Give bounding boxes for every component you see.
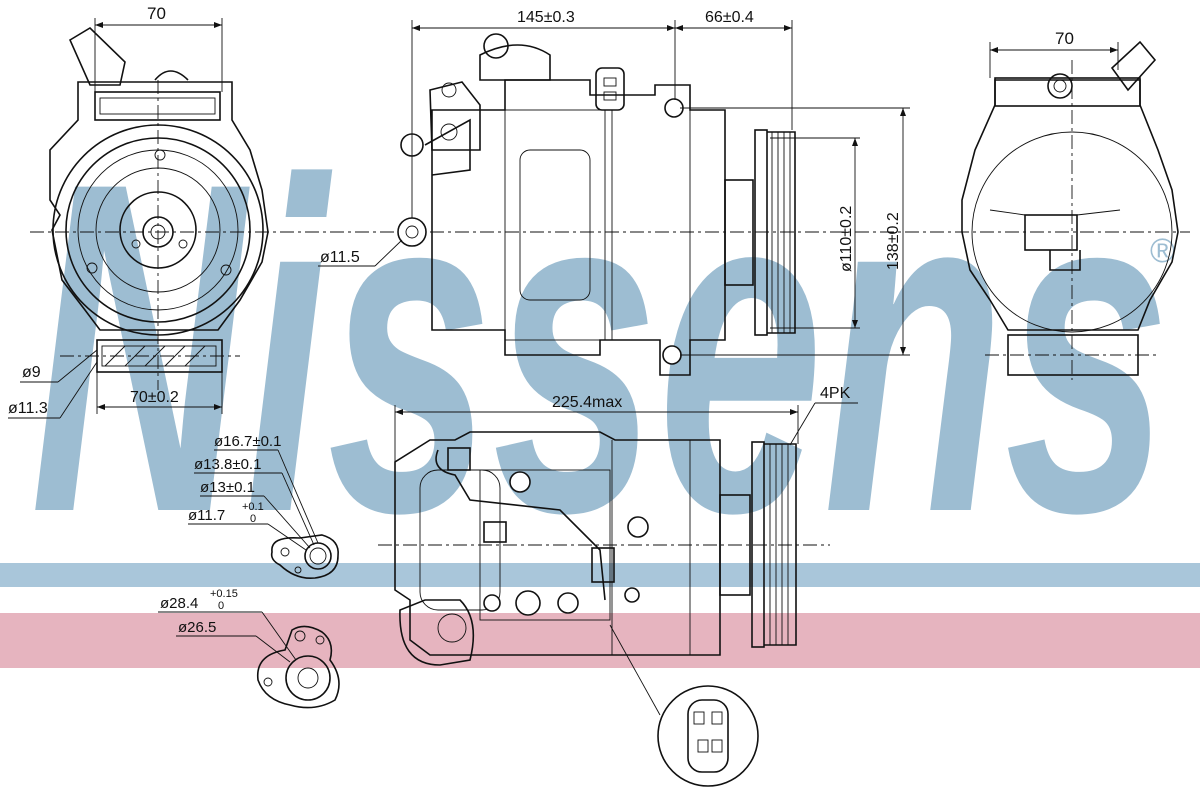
dim-bore-9: ø9 xyxy=(22,364,41,381)
port-low-4-sub: 0 xyxy=(250,513,256,525)
low-pressure-port-detail: ø16.7±0.1 ø13.8±0.1 ø13±0.1 ø11.7 +0.1 0 xyxy=(188,433,339,580)
connector-detail xyxy=(609,624,759,787)
port-high-2: ø26.5 xyxy=(178,619,216,636)
dim-belt: 4PK xyxy=(820,385,851,402)
dim-height: 138±0.2 xyxy=(885,212,902,270)
red-band xyxy=(0,613,1200,668)
port-low-4-sup: +0.1 xyxy=(242,501,264,513)
port-high-1: ø28.4 xyxy=(160,595,198,612)
dim-mount-hole: ø11.5 xyxy=(320,249,360,266)
rear-view: 70 xyxy=(961,29,1179,380)
port-low-3: ø13±0.1 xyxy=(200,479,255,496)
port-low-1: ø16.7±0.1 xyxy=(214,433,281,450)
dim-front-width-top: 70 xyxy=(147,4,166,23)
high-pressure-port-detail: ø28.4 +0.15 0 ø26.5 xyxy=(158,588,340,709)
dim-front-width-bottom: 70±0.2 xyxy=(130,389,179,406)
dim-bore-11-3: ø11.3 xyxy=(8,400,48,417)
blue-band xyxy=(0,563,1200,587)
port-low-4: ø11.7 xyxy=(188,507,225,524)
dim-rear-width-top: 70 xyxy=(1055,29,1074,48)
side-view: 145±0.3 66±0.4 ø110±0.2 138±0.2 ø11.5 xyxy=(30,9,1190,376)
port-high-1-sub: 0 xyxy=(218,600,224,612)
dim-pulley-diameter: ø110±0.2 xyxy=(838,206,855,272)
bottom-view: 225.4max 4PK xyxy=(378,385,858,666)
port-low-2: ø13.8±0.1 xyxy=(194,456,261,473)
port-high-1-sup: +0.15 xyxy=(210,588,238,600)
dim-overall-length: 225.4max xyxy=(552,394,622,411)
dim-side-length-2: 66±0.4 xyxy=(705,9,754,26)
dim-side-length-1: 145±0.3 xyxy=(517,9,575,26)
